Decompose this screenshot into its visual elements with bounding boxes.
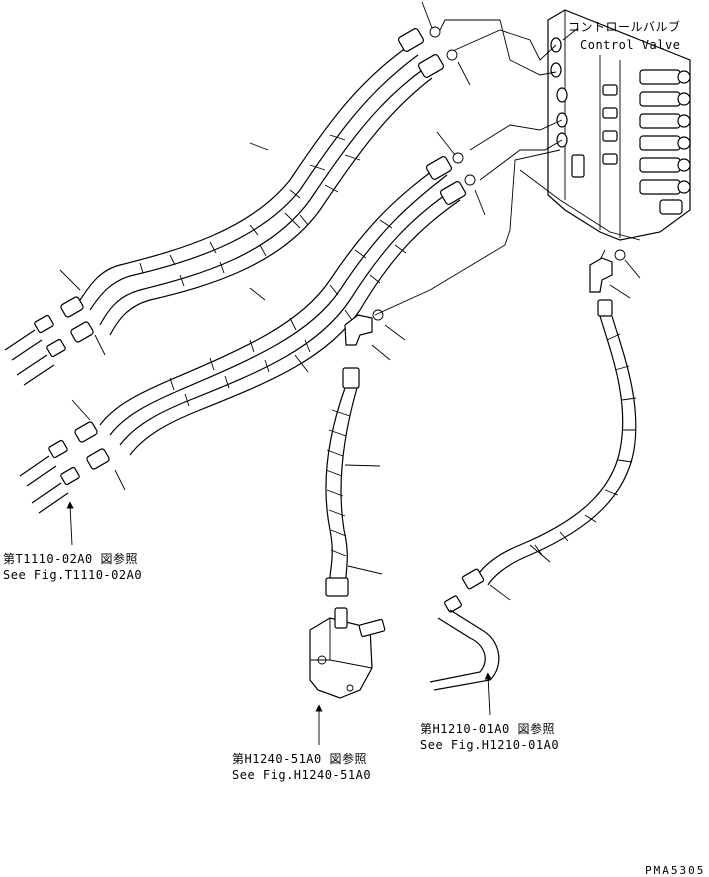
pipe-right-bottom bbox=[429, 595, 500, 691]
reference-left-en: See Fig.T1110-02A0 bbox=[3, 568, 143, 582]
hose-right bbox=[461, 249, 637, 590]
valve-spools bbox=[571, 69, 691, 215]
control-valve-label-jp: コントロールバルブ bbox=[568, 20, 681, 34]
connection-lines bbox=[374, 19, 606, 316]
hose-upper-2 bbox=[16, 49, 458, 386]
reference-right-jp: 第H1210-01A0 図参照 bbox=[420, 722, 555, 736]
valve-ports bbox=[550, 37, 568, 148]
callout-leaders bbox=[59, 1, 641, 601]
hose-center bbox=[325, 309, 384, 597]
control-valve-label-en: Control Valve bbox=[580, 38, 681, 52]
hose-middle-1 bbox=[19, 152, 464, 487]
control-valve bbox=[519, 9, 691, 241]
reference-right-en: See Fig.H1210-01A0 bbox=[420, 738, 560, 752]
hose-upper-1 bbox=[4, 26, 441, 361]
drawing-number: PMA5305 bbox=[645, 864, 706, 877]
reference-center-jp: 第H1240-51A0 図参照 bbox=[232, 752, 367, 766]
hose-middle-2 bbox=[31, 174, 476, 514]
pilot-valve bbox=[309, 607, 386, 699]
reference-center-en: See Fig.H1240-51A0 bbox=[232, 768, 372, 782]
reference-arrows bbox=[66, 27, 579, 745]
reference-left-jp: 第T1110-02A0 図参照 bbox=[3, 552, 138, 566]
